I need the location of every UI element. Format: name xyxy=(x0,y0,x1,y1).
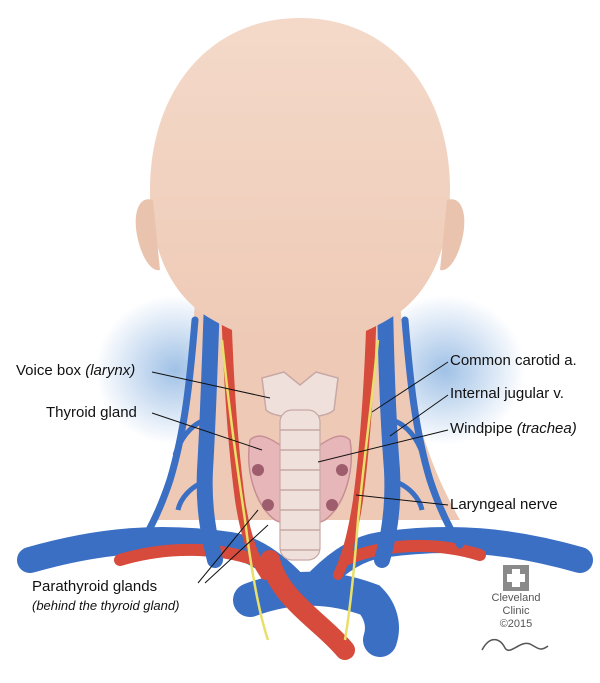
leader-voice-box xyxy=(151,371,271,399)
label-windpipe-text: Windpipe xyxy=(450,420,513,437)
leader-parathyroid-2 xyxy=(204,524,269,584)
external-jugular-vein-right xyxy=(401,316,464,549)
label-thyroid: Thyroid gland xyxy=(46,404,137,422)
label-carotid: Common carotid a. xyxy=(450,352,577,370)
vein-branch-3 xyxy=(175,477,211,511)
logo-copyright: ©2015 xyxy=(499,618,533,630)
logo-line1: Cleveland xyxy=(491,592,541,604)
cleveland-clinic-logo-icon xyxy=(503,565,529,591)
parathyroid-gland-4 xyxy=(326,499,338,511)
label-parathyroid: Parathyroid glands xyxy=(32,578,157,596)
ear-right xyxy=(440,199,465,271)
label-voice-box-text: Voice box xyxy=(16,362,82,379)
label-parathyroid-note-text: (behind the thyroid gland) xyxy=(32,598,180,613)
parathyroid-gland-1 xyxy=(252,464,264,476)
subclavian-artery-right xyxy=(339,539,486,566)
subclavian-artery-left xyxy=(114,543,261,566)
leader-laryngeal xyxy=(355,494,449,506)
label-jugular-text: Internal jugular v. xyxy=(450,385,564,402)
label-voice-box: Voice box (larynx) xyxy=(16,362,135,380)
vein-branch-1 xyxy=(172,417,206,456)
parathyroid-gland-2 xyxy=(262,499,274,511)
label-windpipe-sci: (trachea) xyxy=(516,420,577,437)
logo-line2: Clinic xyxy=(502,605,530,617)
label-carotid-text: Common carotid a. xyxy=(450,352,577,369)
vein-branch-2 xyxy=(391,417,426,456)
head xyxy=(150,18,450,345)
parathyroid-gland-3 xyxy=(336,464,348,476)
leader-thyroid xyxy=(151,412,263,451)
cleveland-clinic-logo-text: Cleveland Clinic ©2015 xyxy=(486,592,546,631)
label-windpipe: Windpipe (trachea) xyxy=(450,420,577,438)
label-laryngeal-text: Laryngeal nerve xyxy=(450,496,558,513)
leader-carotid xyxy=(371,361,449,413)
label-jugular: Internal jugular v. xyxy=(450,385,564,403)
leader-windpipe xyxy=(317,429,449,463)
internal-jugular-vein-left xyxy=(196,292,223,568)
label-voice-box-sci: (larynx) xyxy=(85,362,136,379)
trachea xyxy=(279,409,321,561)
label-parathyroid-text: Parathyroid glands xyxy=(32,578,158,595)
label-parathyroid-note: (behind the thyroid gland) xyxy=(32,597,179,615)
leader-parathyroid-1 xyxy=(197,509,259,584)
common-carotid-artery-left xyxy=(221,295,270,580)
common-carotid-artery-right xyxy=(333,295,377,580)
leader-jugular xyxy=(389,394,449,437)
label-laryngeal: Laryngeal nerve xyxy=(450,496,558,514)
artist-signature xyxy=(481,638,549,651)
aortic-arch xyxy=(260,550,355,660)
vein-branch-4 xyxy=(389,477,425,511)
laryngeal-nerve-right xyxy=(343,339,380,641)
label-thyroid-text: Thyroid gland xyxy=(46,404,137,421)
internal-jugular-vein-right xyxy=(374,292,401,568)
laryngeal-nerve-left xyxy=(220,339,270,641)
ear-left xyxy=(135,199,160,271)
external-jugular-vein-left xyxy=(136,316,199,549)
